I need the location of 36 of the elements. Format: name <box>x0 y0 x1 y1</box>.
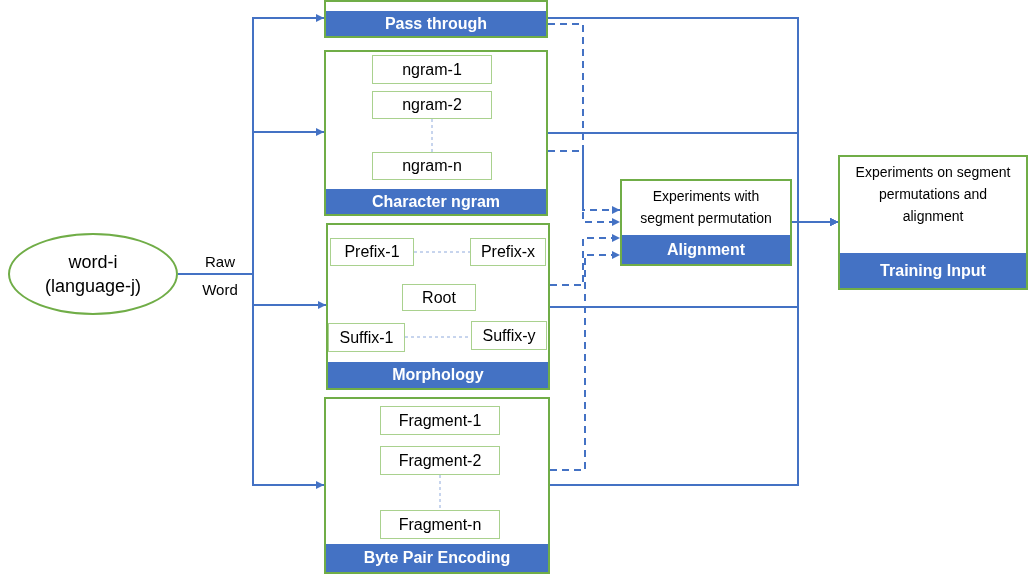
box-text: Experiments on segment permutations and alignment <box>854 163 1012 226</box>
segment-box: Fragment-n <box>380 510 500 539</box>
segment-box: Prefix-1 <box>330 238 414 266</box>
arrow <box>547 150 621 226</box>
process-box <box>324 0 548 38</box>
node-text: word-i (language-j) <box>43 251 143 298</box>
segment-box: Fragment-1 <box>380 406 500 435</box>
segment-box: ngram-1 <box>372 55 492 84</box>
arrow <box>547 23 621 214</box>
connector-line <box>431 118 433 153</box>
title-bar: Morphology <box>328 362 548 388</box>
title-bar: Byte Pair Encoding <box>326 544 548 572</box>
connector-line <box>439 474 441 511</box>
segment-box: ngram-n <box>372 152 492 180</box>
arrow <box>177 273 325 489</box>
segment-box: Root <box>402 284 476 311</box>
segment-box: Prefix-x <box>470 238 546 266</box>
segment-box: Suffix-1 <box>328 323 405 352</box>
segment-box: Suffix-y <box>471 321 547 350</box>
process-box <box>620 179 792 266</box>
title-bar: Alignment <box>622 235 790 264</box>
edge-label: Raw Word <box>201 252 239 300</box>
arrow <box>791 218 839 226</box>
process-box <box>838 155 1028 290</box>
arrow <box>549 251 621 471</box>
title-bar: Character ngram <box>326 189 546 214</box>
title-bar: Pass through <box>326 11 546 36</box>
title-bar: Training Input <box>840 253 1026 288</box>
segment-box: ngram-2 <box>372 91 492 119</box>
segment-box: Fragment-2 <box>380 446 500 475</box>
process-box <box>324 50 548 216</box>
arrow <box>549 234 621 286</box>
process-box <box>324 397 550 574</box>
box-text: Experiments with segment permutation <box>639 187 773 228</box>
process-box <box>326 223 550 390</box>
connector-line <box>413 251 471 253</box>
